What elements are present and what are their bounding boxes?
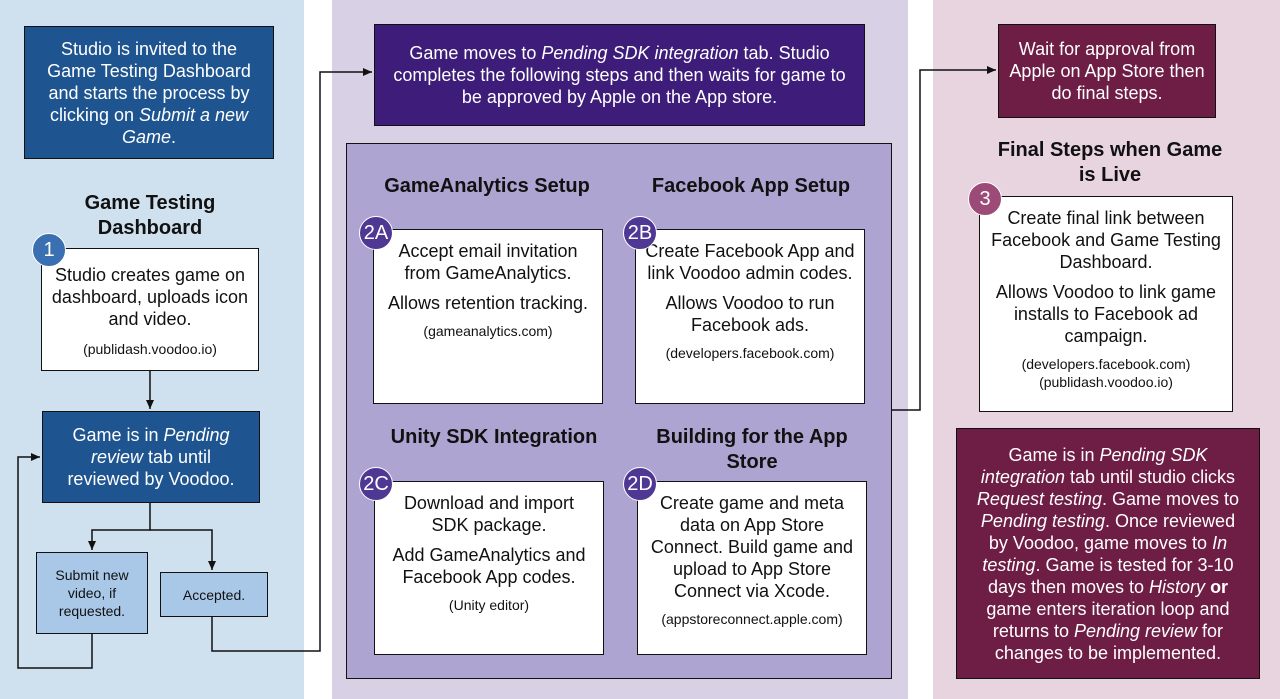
step2b-site: (developers.facebook.com) [665, 345, 835, 361]
step3-site2: (publidash.voodoo.io) [1039, 374, 1173, 390]
facebook-app-setup-heading: Facebook App Setup [651, 175, 851, 197]
step2a-box: Accept email invitation from GameAnalyti… [373, 229, 603, 404]
step2a-text2: Allows retention tracking. [387, 293, 589, 313]
step3-badge: 3 [968, 182, 1002, 216]
arrow-pending-split [88, 503, 151, 550]
step2c-box: Download and import SDK package. Add Gam… [374, 481, 604, 655]
testing-status-text: Game is in Pending SDK integration tab u… [976, 444, 1240, 663]
step2d-badge: 2D [623, 467, 657, 501]
step3-box: Create final link between Facebook and G… [979, 196, 1233, 412]
step2c-text2: Add GameAnalytics and Facebook App codes… [392, 545, 586, 587]
step3-text1: Create final link between Facebook and G… [991, 208, 1221, 272]
step1-badge: 1 [32, 233, 66, 267]
arrow-col2-to-col3 [891, 66, 996, 411]
intro-invite-text: Studio is invited to the Game Testing Da… [47, 38, 251, 147]
step2c-site: (Unity editor) [448, 597, 530, 613]
final-steps-heading: Final Steps when Game is Live [997, 139, 1223, 186]
intro-invite-box: Studio is invited to the Game Testing Da… [24, 26, 274, 159]
step1-site: (publidash.voodoo.io) [83, 341, 217, 357]
accepted-box: Accepted. [160, 572, 268, 617]
step3-text2: Allows Voodoo to link game installs to F… [995, 282, 1217, 346]
step2a-site: (gameanalytics.com) [423, 323, 553, 339]
step3-site1: (developers.facebook.com) [1021, 356, 1191, 372]
step2c-text1: Download and import SDK package. [403, 493, 575, 535]
arrow-submit-loop [17, 453, 93, 669]
step2c-badge: 2C [359, 467, 393, 501]
step1-text: Studio creates game on dashboard, upload… [51, 265, 249, 329]
testing-status-box: Game is in Pending SDK integration tab u… [956, 428, 1260, 679]
pending-review-text: Game is in Pending review tab until revi… [67, 425, 235, 489]
arrow-pending-to-accepted [150, 529, 216, 570]
step2b-text1: Create Facebook App and link Voodoo admi… [645, 241, 855, 283]
building-app-store-heading: Building for the App Store [656, 426, 848, 473]
step1-box: Studio creates game on dashboard, upload… [41, 248, 259, 371]
step2a-text1: Accept email invitation from GameAnalyti… [398, 241, 578, 283]
wait-approval-box: Wait for approval from Apple on App Stor… [998, 24, 1216, 118]
step2d-text1: Create game and meta data on App Store C… [650, 493, 854, 601]
gameanalytics-setup-heading: GameAnalytics Setup [384, 175, 590, 197]
step2d-site: (appstoreconnect.apple.com) [661, 611, 843, 627]
step2a-badge: 2A [359, 216, 393, 250]
step2b-text2: Allows Voodoo to run Facebook ads. [665, 293, 835, 335]
game-testing-dashboard-heading: Game Testing Dashboard [84, 192, 216, 239]
step2b-badge: 2B [623, 216, 657, 250]
submit-new-video-box: Submit new video, if requested. [36, 552, 148, 634]
pending-sdk-intro-text: Game moves to Pending SDK integration ta… [393, 43, 846, 107]
unity-sdk-integration-heading: Unity SDK Integration [390, 426, 598, 448]
pending-review-box: Game is in Pending review tab until revi… [42, 411, 260, 503]
pending-sdk-intro-box: Game moves to Pending SDK integration ta… [374, 24, 865, 126]
step2d-box: Create game and meta data on App Store C… [637, 481, 867, 655]
step2b-box: Create Facebook App and link Voodoo admi… [635, 229, 865, 404]
arrow-accepted-to-col2 [211, 68, 372, 652]
